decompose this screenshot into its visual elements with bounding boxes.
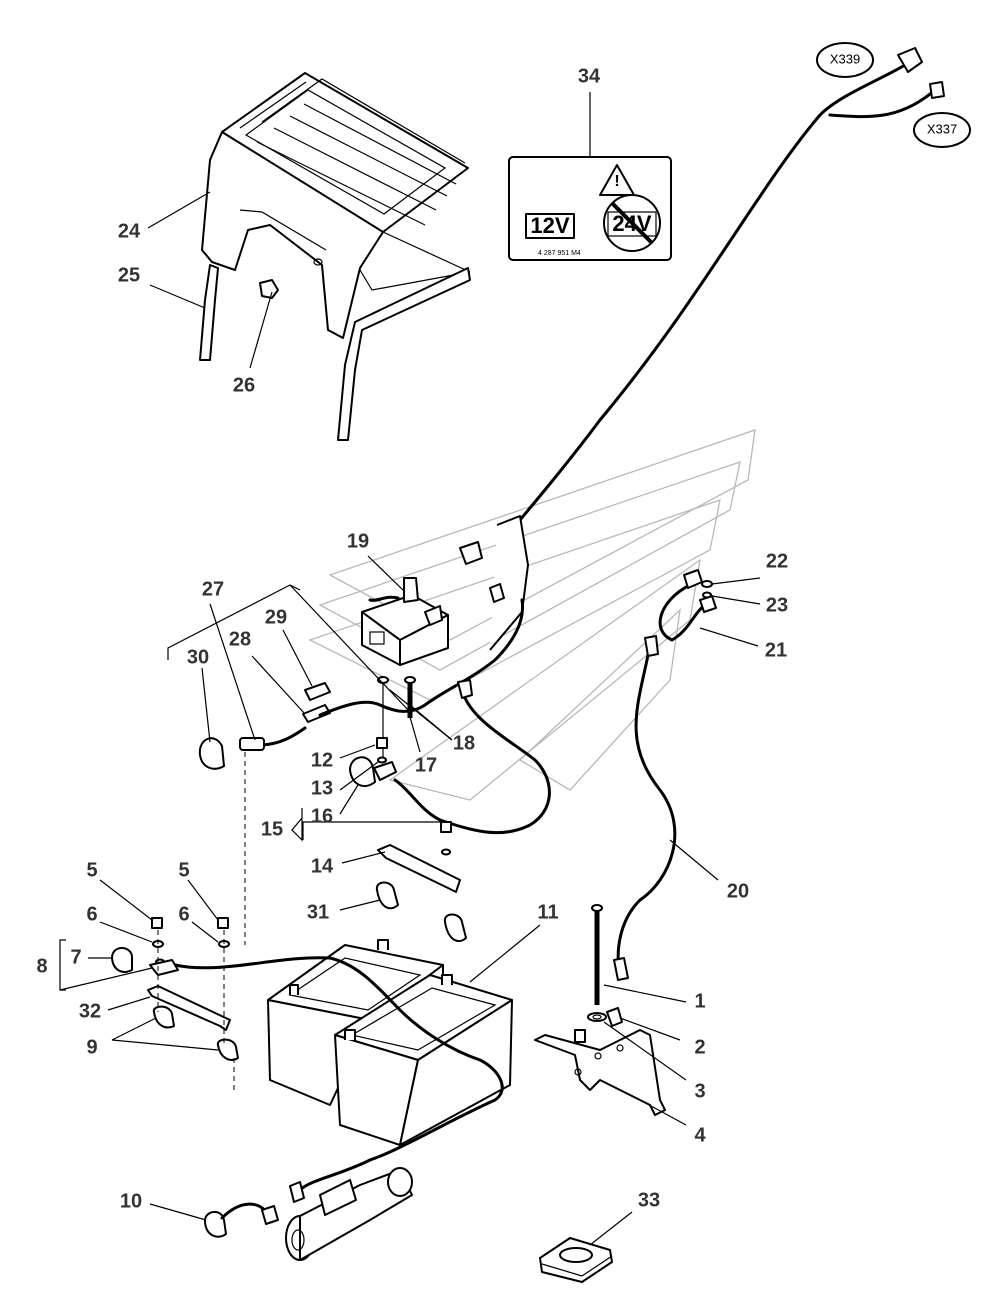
callout-29: 29 bbox=[265, 606, 287, 628]
leader-lines bbox=[59, 92, 761, 1246]
callout-5b: 5 bbox=[178, 859, 189, 881]
warning-triangle-icon bbox=[599, 164, 635, 196]
ground-cable-27 bbox=[198, 598, 525, 770]
callout-24: 24 bbox=[118, 220, 141, 242]
starter-motor bbox=[285, 1167, 413, 1261]
callout-25: 25 bbox=[118, 264, 140, 286]
grommet-33 bbox=[539, 1237, 613, 1283]
cable-15 bbox=[393, 583, 551, 835]
main-harness bbox=[459, 47, 945, 651]
callout-2: 2 bbox=[694, 1036, 705, 1058]
callout-13: 13 bbox=[311, 777, 333, 799]
callout-22: 22 bbox=[766, 550, 788, 572]
warning-label: ! 12V 24V 4 287 951 M4 bbox=[508, 156, 672, 261]
callout-30: 30 bbox=[187, 646, 209, 668]
callout-34: 34 bbox=[578, 65, 601, 87]
callout-12: 12 bbox=[311, 749, 333, 771]
callout-31: 31 bbox=[307, 901, 329, 923]
callout-7: 7 bbox=[70, 946, 81, 968]
hold-down-assembly bbox=[534, 904, 666, 1116]
battery-front bbox=[334, 974, 513, 1146]
connector-x337-label: X337 bbox=[927, 121, 957, 136]
label-part-number: 4 287 951 M4 bbox=[538, 250, 581, 257]
callout-26: 26 bbox=[233, 374, 255, 396]
strap-14 bbox=[377, 821, 461, 893]
callout-6a: 6 bbox=[86, 903, 97, 925]
callout-15: 15 bbox=[261, 818, 283, 840]
callout-27: 27 bbox=[202, 578, 224, 600]
connector-x337: X337 bbox=[913, 112, 971, 148]
connector-x339: X339 bbox=[816, 42, 874, 78]
terminal-clamp-31 bbox=[375, 881, 399, 910]
callout-10: 10 bbox=[120, 1190, 142, 1212]
callout-9: 9 bbox=[86, 1036, 97, 1058]
callout-19: 19 bbox=[347, 530, 369, 552]
svg-text:!: ! bbox=[614, 173, 619, 190]
battery-relay bbox=[361, 577, 449, 666]
cover-bracket bbox=[199, 264, 471, 441]
callout-1: 1 bbox=[694, 990, 705, 1012]
cable-20 bbox=[613, 569, 717, 981]
callout-23: 23 bbox=[766, 594, 788, 616]
cover-clip-26 bbox=[259, 279, 279, 299]
callout-8: 8 bbox=[36, 955, 47, 977]
callout-11: 11 bbox=[537, 901, 558, 923]
terminal-clamp-right bbox=[443, 913, 467, 942]
callout-3: 3 bbox=[694, 1080, 705, 1102]
callout-4: 4 bbox=[694, 1124, 706, 1146]
callout-20: 20 bbox=[727, 880, 749, 902]
callout-21: 21 bbox=[765, 639, 787, 661]
callout-18: 18 bbox=[453, 732, 475, 754]
callout-33: 33 bbox=[638, 1189, 660, 1211]
callout-16: 16 bbox=[311, 805, 333, 827]
callout-6b: 6 bbox=[178, 903, 189, 925]
callout-17: 17 bbox=[415, 754, 437, 776]
callout-5a: 5 bbox=[86, 859, 97, 881]
cable-10 bbox=[204, 1202, 279, 1238]
callout-28: 28 bbox=[229, 628, 251, 650]
battery-harness bbox=[173, 956, 504, 1192]
callout-labels: 1 2 3 4 5 5 6 6 7 8 9 10 11 12 13 14 15 … bbox=[36, 65, 788, 1212]
left-hardware bbox=[111, 752, 246, 1090]
connector-x339-label: X339 bbox=[830, 51, 860, 66]
callout-32: 32 bbox=[79, 1000, 101, 1022]
clamp-assembly bbox=[349, 737, 397, 787]
battery-cover bbox=[201, 72, 471, 339]
voltage-ok-text: 12V bbox=[530, 213, 569, 238]
callout-14: 14 bbox=[311, 855, 334, 877]
